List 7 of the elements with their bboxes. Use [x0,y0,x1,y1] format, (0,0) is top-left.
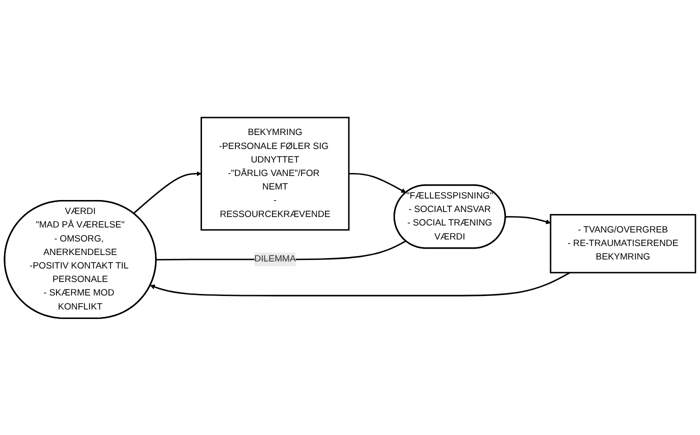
edge-label: DILEMMA [254,254,296,264]
arrow [133,170,202,214]
arrow [348,172,406,193]
arrow [505,216,551,224]
arrow [150,272,570,296]
node-box: - TVANG/OVERGREB - RE-TRAUMATISERENDE BEKYMRING [550,214,696,273]
node-box: BEKYMRING -PERSONALE FØLER SIG UDNYTTET -"DÅRLIG VANE"/FOR NEMT -RESSOURCEKRÆVENDE [200,116,350,230]
